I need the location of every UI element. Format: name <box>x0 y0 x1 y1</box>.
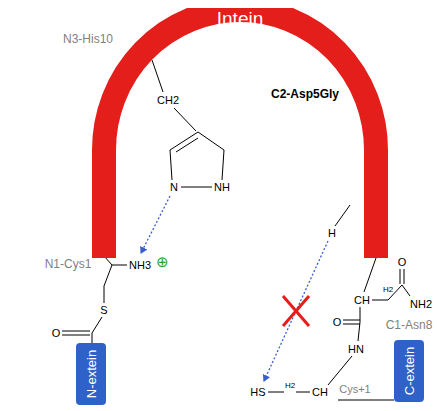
extein-box: N-extein <box>76 343 106 405</box>
chem-label: O <box>52 327 61 339</box>
extein-box: C-extein <box>394 340 424 402</box>
chem-label: H2 <box>285 382 295 391</box>
intein-arc-shape <box>90 8 390 264</box>
extein-label: N-extein <box>84 350 99 398</box>
chem-label: NH3 <box>129 259 151 271</box>
chem-label: HN <box>348 343 364 355</box>
chem-label: CH <box>312 386 328 398</box>
chem-label: N1-Cys1 <box>45 258 92 271</box>
extein-label: C-extein <box>402 347 417 395</box>
chem-label: C2-Asp5Gly <box>271 88 339 101</box>
chem-label: ⊕ <box>156 254 169 271</box>
chem-label: O <box>333 316 342 328</box>
intein-arc: Intein <box>90 8 390 264</box>
chem-label: H <box>328 227 336 239</box>
chem-label: N <box>170 181 178 193</box>
chem-label: CH <box>354 294 370 306</box>
chem-label: HS <box>250 386 265 398</box>
chem-label: NH2 <box>410 298 432 310</box>
blocked-cross <box>283 296 309 326</box>
intein-label: Intein <box>217 8 263 30</box>
chem-label: N3-His10 <box>63 33 113 46</box>
chem-label: H2 <box>383 286 393 295</box>
chem-label: C1-Asn8 <box>386 319 433 332</box>
chem-label: Cys+1 <box>339 383 371 395</box>
dotted-arrows <box>141 196 328 381</box>
chem-label: NH <box>214 181 230 193</box>
chem-label: O <box>398 256 407 268</box>
chem-label: CH2 <box>157 94 179 106</box>
chem-label: S <box>100 304 107 316</box>
